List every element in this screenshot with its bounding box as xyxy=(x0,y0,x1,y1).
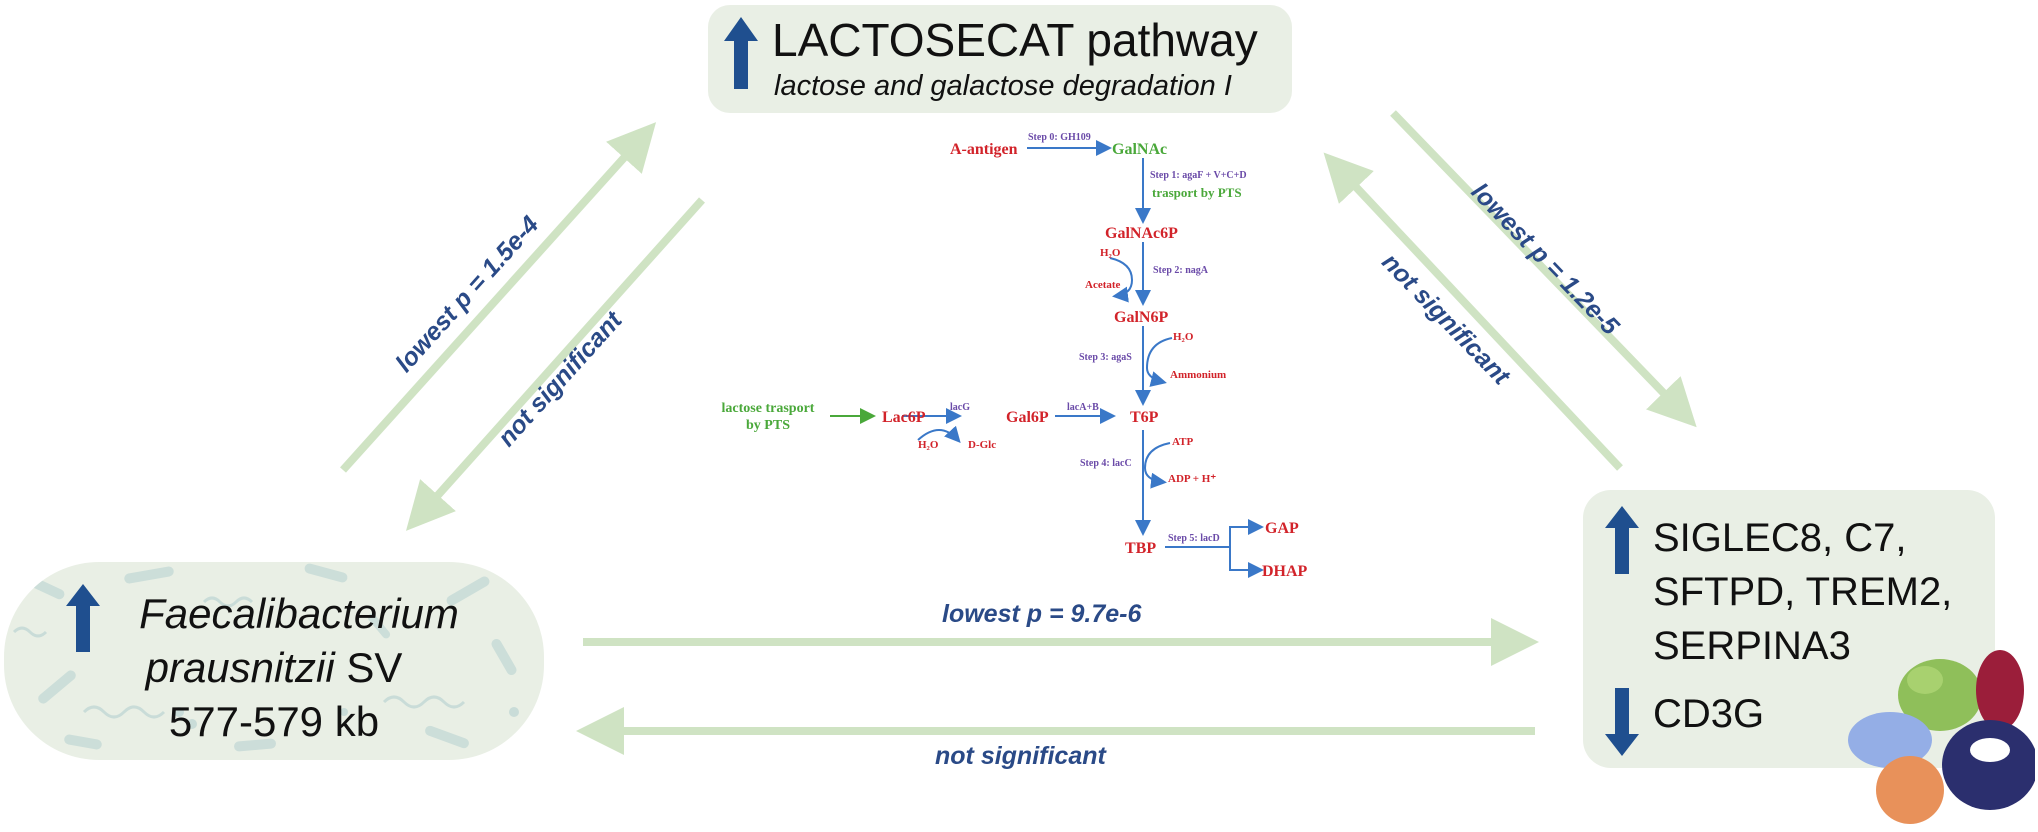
reactant-h2o-3: H₂O xyxy=(918,439,939,451)
enzyme-step0: Step 0: GH109 xyxy=(1028,132,1091,143)
arrow-bacteria-to-pathway xyxy=(340,122,657,473)
product-dglc: D-Glc xyxy=(968,439,996,451)
up-arrow-icon xyxy=(724,17,758,89)
product-adp: ADP + H⁺ xyxy=(1168,473,1216,485)
label-bacteria-to-genes: lowest p = 9.7e-6 xyxy=(942,600,1142,628)
metabolite-galnac: GalNAc xyxy=(1112,141,1167,158)
lactose-transport-line2: by PTS xyxy=(746,418,790,433)
metabolite-a-antigen: A-antigen xyxy=(950,141,1018,158)
enzyme-step4: Step 4: lacC xyxy=(1080,458,1132,469)
enzyme-step3: Step 3: agaS xyxy=(1079,352,1132,363)
metabolite-galnac6p: GalNAc6P xyxy=(1105,225,1178,242)
bacteria-name-line2: prausnitzii SV xyxy=(145,644,403,691)
pathway-title: LACTOSECAT pathway xyxy=(772,14,1258,66)
metabolite-lac6p: Lac6P xyxy=(882,409,926,426)
metabolite-t6p: T6P xyxy=(1130,409,1159,426)
metabolite-gap: GAP xyxy=(1265,520,1299,537)
pathway-box: LACTOSECAT pathway lactose and galactose… xyxy=(708,5,1292,113)
reactant-atp: ATP xyxy=(1172,436,1193,448)
arrow-pathway-to-genes xyxy=(1390,110,1697,428)
transport-pts-label: trasport by PTS xyxy=(1152,185,1242,200)
upregulated-genes-line1: SIGLEC8, C7, xyxy=(1653,516,1907,560)
enzyme-step2: Step 2: nagA xyxy=(1153,265,1209,276)
upregulated-genes-line3: SERPINA3 xyxy=(1653,624,1851,668)
product-acetate: Acetate xyxy=(1085,279,1121,291)
downregulated-genes-line: CD3G xyxy=(1653,692,1765,736)
bacteria-name-line1: Faecalibacterium xyxy=(139,590,459,637)
metabolite-dhap: DHAP xyxy=(1262,563,1308,580)
arrow-genes-to-pathway xyxy=(1323,152,1623,471)
lactose-transport-line1: lactose trasport xyxy=(722,401,815,416)
arrow-pathway-to-bacteria xyxy=(405,197,705,531)
reactant-h2o-1: H₂O xyxy=(1100,247,1121,259)
reactant-h2o-2: H₂O xyxy=(1173,331,1194,343)
metabolite-tbp: TBP xyxy=(1125,540,1156,557)
up-arrow-icon xyxy=(1605,506,1639,574)
up-arrow-icon xyxy=(66,584,100,652)
label-genes-to-bacteria: not significant xyxy=(935,742,1106,770)
genes-box: SIGLEC8, C7, SFTPD, TREM2, SERPINA3 CD3G xyxy=(1583,490,1995,768)
enzyme-lacg: lacG xyxy=(950,402,970,413)
bacteria-sv-range: 577-579 kb xyxy=(168,698,380,745)
bacteria-box: Faecalibacterium prausnitzii SV 577-579 … xyxy=(4,562,544,760)
down-arrow-icon xyxy=(1605,688,1639,756)
upregulated-genes-line2: SFTPD, TREM2, xyxy=(1653,570,1953,614)
enzyme-step5: Step 5: lacD xyxy=(1168,533,1220,544)
bacteria-background-icon xyxy=(12,563,519,752)
enzyme-step1: Step 1: agaF + V+C+D xyxy=(1150,170,1247,181)
protein-structure-icon xyxy=(1848,650,2035,824)
metabolite-galn6p: GalN6P xyxy=(1114,309,1168,326)
product-ammonium: Ammonium xyxy=(1170,369,1226,381)
metabolite-gal6p: Gal6P xyxy=(1006,409,1049,426)
enzyme-laca: lacA+B xyxy=(1067,402,1099,413)
pathway-subtitle: lactose and galactose degradation I xyxy=(774,70,1232,102)
